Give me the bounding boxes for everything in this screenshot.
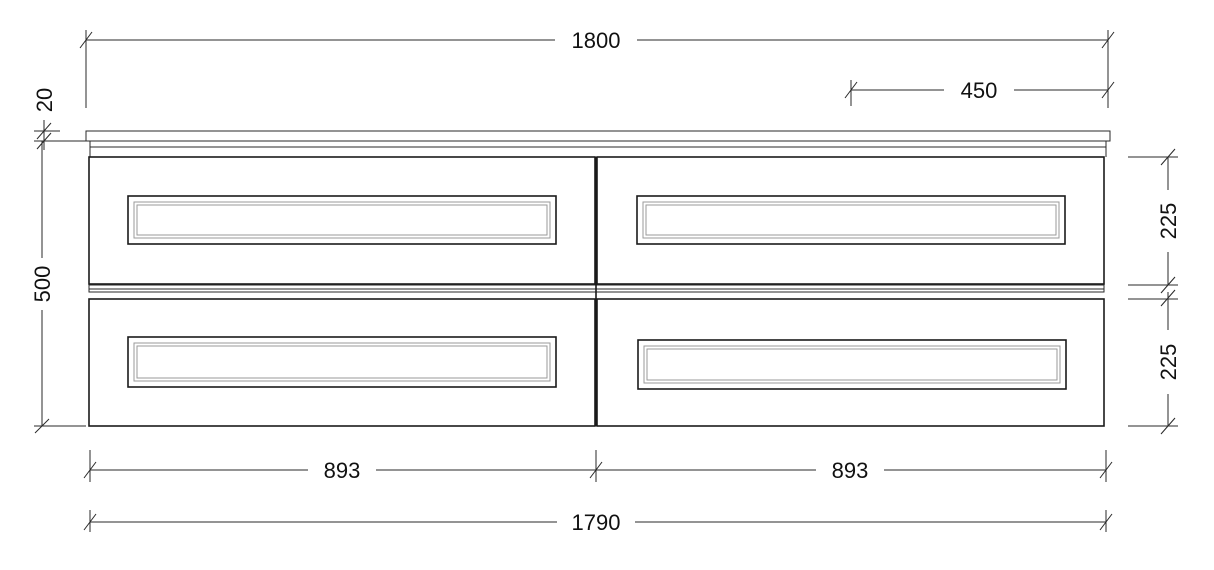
cabinet — [85, 130, 1111, 427]
handle-lower-right — [637, 339, 1067, 390]
dimension-893-pair: 893 893 — [83, 450, 1113, 483]
dim-label-left-drawer-width: 893 — [324, 458, 361, 483]
dimension-20: 20 — [32, 88, 60, 150]
dim-label-total-top-width: 1800 — [572, 28, 621, 53]
dimension-500: 500 — [30, 140, 86, 434]
drawer-upper-left — [88, 156, 596, 285]
dim-label-top-thickness: 20 — [32, 88, 57, 112]
handle-lower-left — [127, 336, 557, 388]
dim-label-lower-drawer-height: 225 — [1156, 344, 1181, 381]
handle-upper-right — [636, 195, 1066, 245]
drawer-lower-left — [88, 298, 596, 427]
dimension-1790: 1790 — [83, 510, 1113, 535]
dimension-1800: 1800 — [79, 28, 1115, 108]
dim-label-drawer-depth-top: 450 — [961, 78, 998, 103]
countertop — [85, 130, 1111, 142]
dimension-450: 450 — [844, 78, 1115, 106]
dim-label-right-drawer-width: 893 — [832, 458, 869, 483]
dim-label-total-height: 500 — [30, 266, 55, 303]
handle-upper-left — [127, 195, 557, 245]
dimension-225-lower: 225 — [1128, 289, 1181, 435]
drawer-lower-right — [596, 298, 1105, 427]
dim-label-total-body-width: 1790 — [572, 510, 621, 535]
drawer-upper-right — [596, 156, 1105, 285]
dim-label-upper-drawer-height: 225 — [1156, 203, 1181, 240]
dimension-225-upper: 225 — [1128, 148, 1181, 294]
